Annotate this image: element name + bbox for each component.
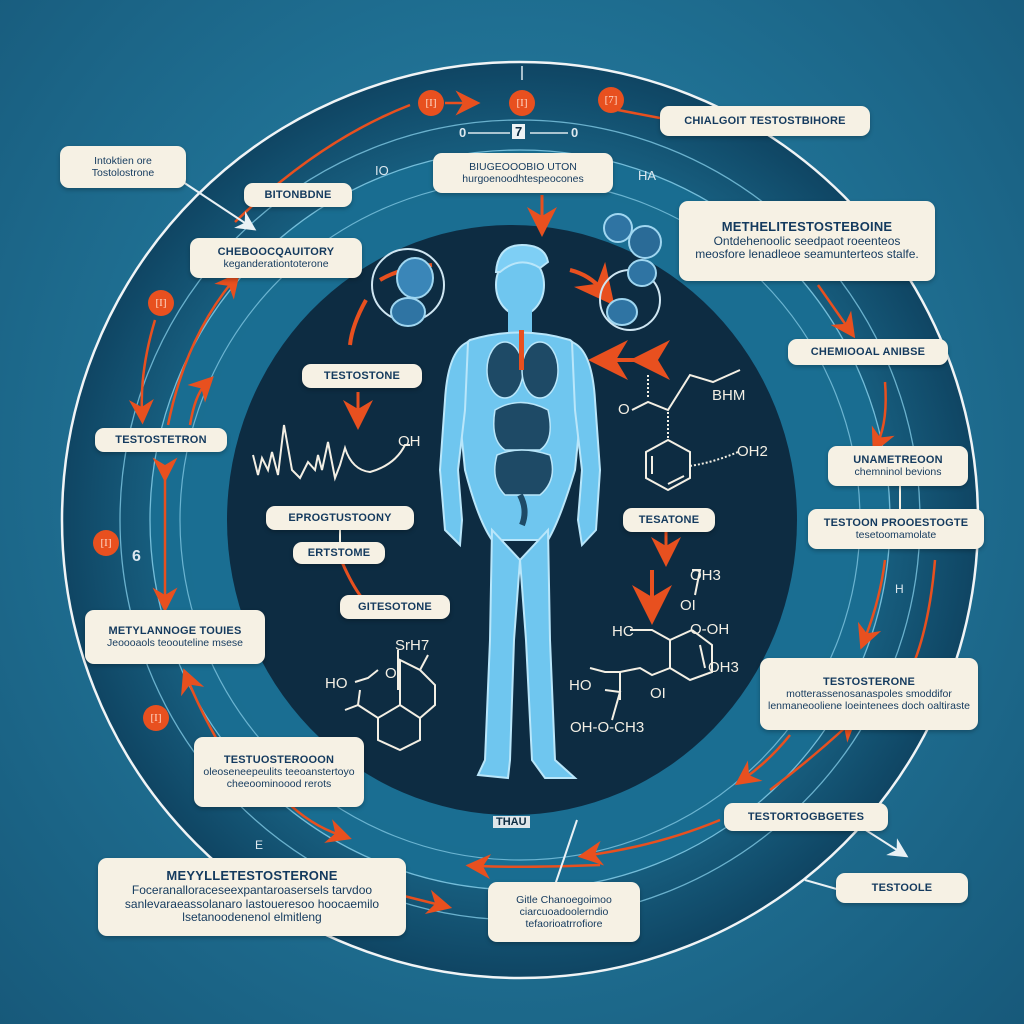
label-top-right: CHIALGOIT TESTOSTBIHORE [660,106,870,136]
label-top-center: BIUGEOOOBIO UTON hurgoenoodhtespeocones [433,153,613,193]
label-methyl-right-body: Ontdehenoolic seedpaot roeenteos meosfor… [695,233,919,262]
scale-tick-7: 7 [512,124,526,139]
label-methyl-tones-body: Jeoooaols teoouteline msese [106,637,243,650]
step-badge-left-2: [I] [93,530,119,556]
label-testoroges-title: TESTORTOGBGETES [747,810,865,823]
molecule-o: O [618,401,630,418]
label-tesatone: TESATONE [623,508,715,532]
label-gitesotone-title: GITESOTONE [358,600,432,613]
label-unametreoon-body: chemninol bevions [854,466,942,479]
step-badge-left-1: [I] [148,290,174,316]
svg-text:OI: OI [680,597,696,614]
molecule-left-bottom [344,650,436,752]
label-chemical-analysis: CHEMIOOAL ANIBSE [788,339,948,365]
label-methyl-bottom-title: MEYYLLETESTOSTERONE [166,867,338,883]
label-gitesotone: GITESOTONE [340,595,450,619]
label-bitonbone-title: BITONBDNE [264,188,332,201]
label-eprogestone: EPROGTUSTOONY [266,506,414,530]
label-chemical-analysis-title: CHEMIOOAL ANIBSE [810,345,926,358]
step-badge-3: [7] [598,87,624,113]
svg-text:OH-O-CH3: OH-O-CH3 [570,719,644,736]
molecule-cluster-left [371,248,445,327]
label-bitonbone: BITONBDNE [244,183,352,207]
scale-tick-0b: 0 [571,125,579,140]
svg-text:O-OH: O-OH [690,621,729,638]
label-top-center-body: hurgoenoodhtespeocones [462,173,584,185]
label-testostone-center-title: TESTOSTONE [323,369,401,382]
label-testosteron-left-title: TESTOSTETRON [115,433,207,446]
marker-h: H [895,582,904,596]
label-methyl-tones-title: METYLANNOGE TOUIES [108,624,242,637]
label-testoole-title: TESTOOLE [871,881,933,894]
scale-tick-0: 0 [459,125,467,140]
label-chemical-activity: CHEBOOCQAUITORY keganderationtoterone [190,238,362,278]
label-testosteron-right-title: TESTOSTERONE [822,675,916,688]
label-testosteron-lower: TESTUOSTEROOON oleoseneepeulits teeoanst… [194,737,364,807]
svg-text:HC: HC [612,623,634,640]
label-intro: Intoktien ore Tostolostrone [60,146,186,188]
label-testostone-center: TESTOSTONE [302,364,422,388]
step-badge-2: [I] [509,90,535,116]
side-marker-ha: HA [638,168,657,183]
label-testoole: TESTOOLE [836,873,968,903]
svg-text:HO: HO [325,675,348,692]
side-marker-io: IO [375,163,389,178]
svg-text:BHM: BHM [712,387,745,404]
label-ertstome-title: ERTSTOME [307,546,371,559]
label-methyl-bottom-body: Foceranalloraceseexpantaroasersels tarvd… [124,882,380,925]
svg-text:OI: OI [650,685,666,702]
svg-text:OH2: OH2 [737,443,768,460]
label-ertstome: ERTSTOME [293,542,385,564]
svg-text:O: O [385,665,397,682]
svg-text:HO: HO [569,677,592,694]
label-testosteron-right-body: motterassenosanaspoles smoddifor lenmane… [768,688,970,713]
molecule-right-bottom [589,569,713,721]
molecule-cluster-right [599,213,662,331]
label-testosteron-lower-body: oleoseneepeulits teeoanstertoyo cheeoomi… [203,766,355,791]
molecule-right-top [631,369,741,492]
svg-text:OH3: OH3 [690,567,721,584]
label-bottom-center: Gitle Chanoegoimoo ciarcuoadoolerndio te… [488,882,640,942]
label-methyl-right-title: METHELITESTOSTEBOINE [721,218,893,234]
step-badge-1: [I] [418,90,444,116]
marker-thau: THAU [493,816,530,828]
marker-six: 6 [132,548,141,565]
label-intro-title: Intoktien ore [94,154,152,167]
label-methyl-tones: METYLANNOGE TOUIES Jeoooaols teoouteline… [85,610,265,664]
label-testosteron-processing: TESTOON PROOESTOGTE tesetoomamolate [808,509,984,549]
label-testosteron-lower-title: TESTUOSTEROOON [223,753,335,766]
label-intro-body: Tostolostrone [91,167,155,179]
molecule-wave [252,424,410,482]
molecule-wave-oh: OH [398,433,421,450]
label-bottom-center-body: Gitle Chanoegoimoo ciarcuoadoolerndio te… [516,893,612,931]
human-figure [438,243,602,780]
label-testoroges: TESTORTOGBGETES [724,803,888,831]
label-eprogestone-title: EPROGTUSTOONY [288,511,392,524]
label-methyl-bottom: MEYYLLETESTOSTERONE Foceranalloraceseexp… [98,858,406,936]
label-top-center-title: BIUGEOOOBIO UTON [469,160,577,173]
label-testosteron-right: TESTOSTERONE motterassenosanaspoles smod… [760,658,978,730]
label-top-right-title: CHIALGOIT TESTOSTBIHORE [684,114,846,127]
label-testosteron-left: TESTOSTETRON [95,428,227,452]
label-unametreoon: UNAMETREOON chemninol bevions [828,446,968,486]
step-badge-left-3: [I] [143,705,169,731]
label-unametreoon-title: UNAMETREOON [853,453,943,466]
label-tesatone-title: TESATONE [638,513,700,526]
label-testosteron-processing-title: TESTOON PROOESTOGTE [823,516,969,529]
label-chemical-activity-title: CHEBOOCQAUITORY [217,245,335,258]
label-methyl-right: METHELITESTOSTEBOINE Ontdehenoolic seedp… [679,201,935,281]
label-testosteron-processing-body: tesetoomamolate [855,529,937,542]
marker-e: E [255,838,264,852]
svg-text:OH3: OH3 [708,659,739,676]
label-chemical-activity-body: keganderationtoterone [223,258,329,271]
svg-text:SrH7: SrH7 [395,637,429,654]
